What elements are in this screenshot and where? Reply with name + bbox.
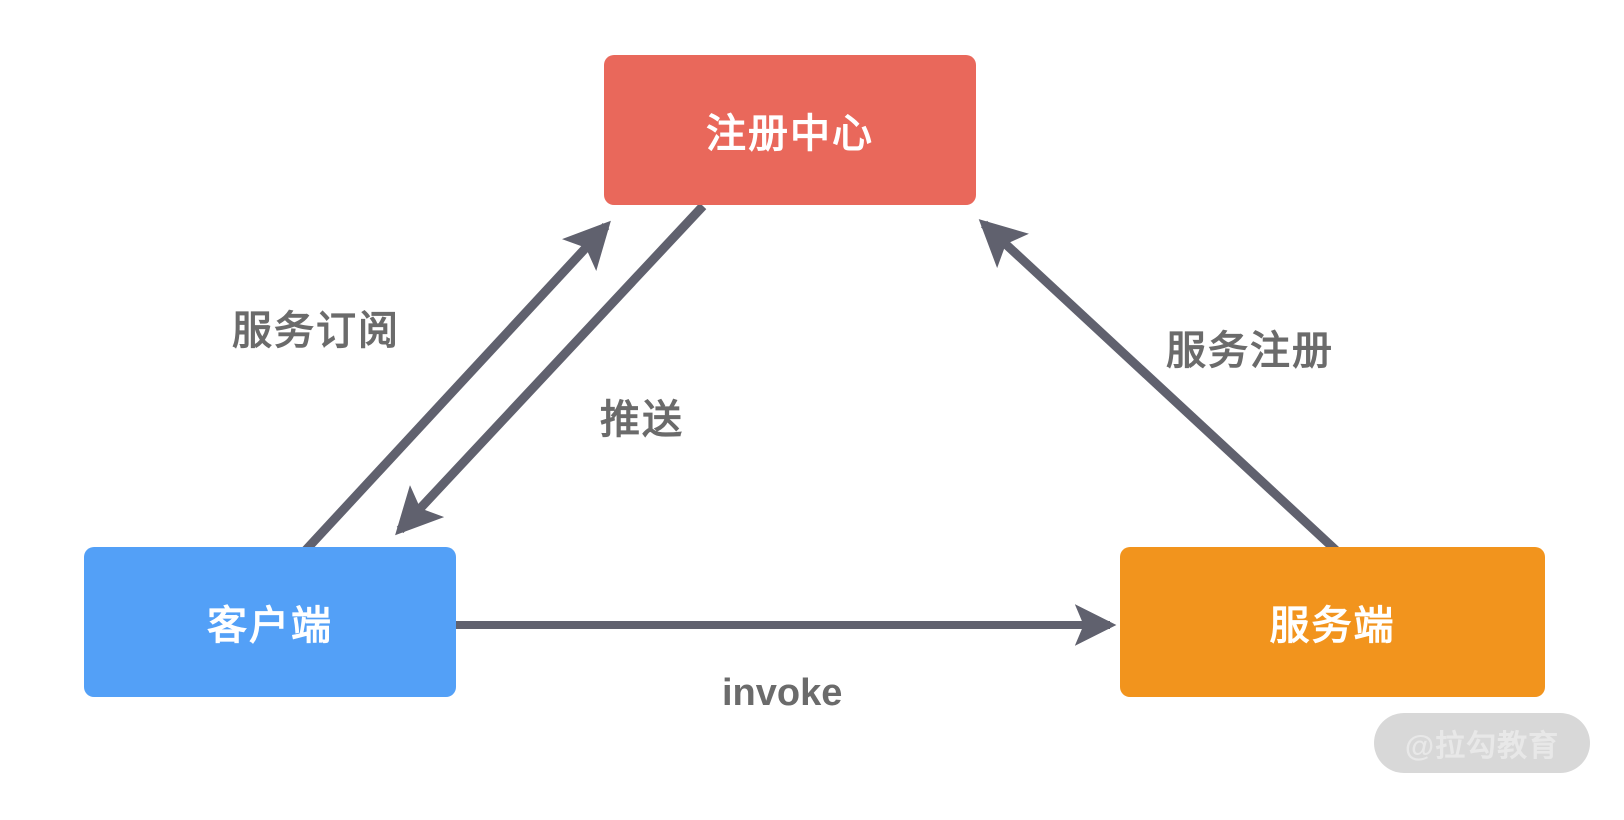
edge-line-register — [978, 219, 1358, 571]
edge-label-push: 推送 — [600, 398, 684, 442]
edge-line-subscribe — [287, 220, 611, 570]
edge-label-invoke: invoke — [722, 672, 843, 714]
node-server[interactable]: 服务端 — [1120, 547, 1545, 697]
node-client[interactable]: 客户端 — [84, 547, 456, 697]
edge-line-push — [395, 202, 707, 536]
edge-label-service-register: 服务注册 — [1166, 329, 1334, 373]
edge-label-service-subscribe: 服务订阅 — [232, 309, 400, 353]
watermark-badge: @拉勾教育 — [1374, 713, 1590, 773]
node-registry-center[interactable]: 注册中心 — [604, 55, 976, 205]
